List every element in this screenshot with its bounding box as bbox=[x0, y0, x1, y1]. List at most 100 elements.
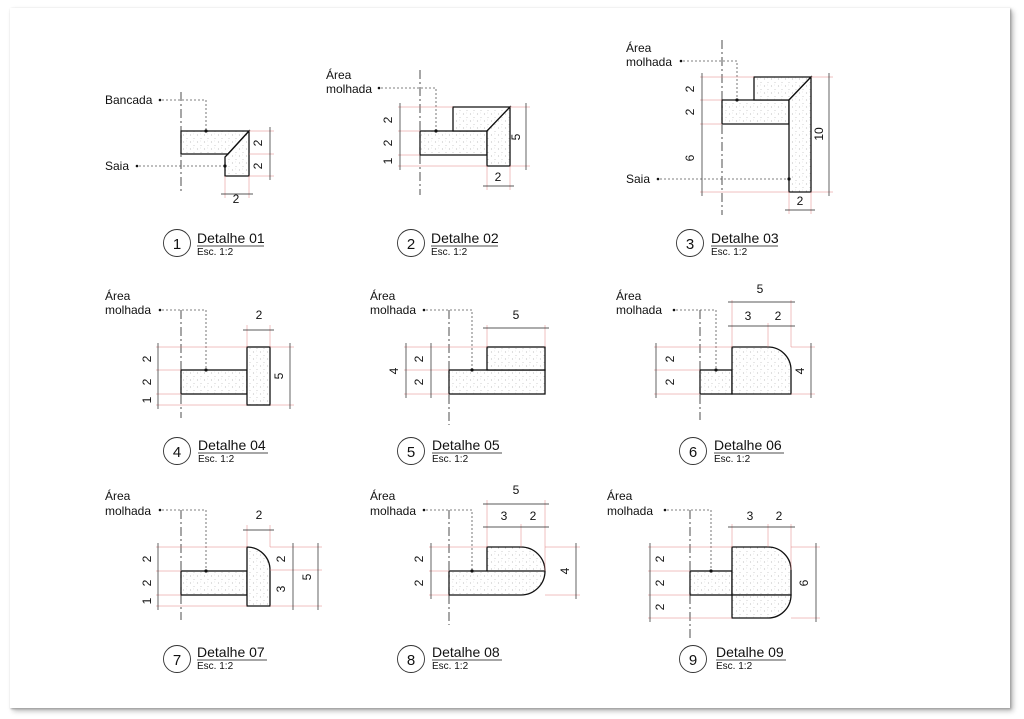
dim-label: 5 bbox=[513, 308, 520, 322]
leader-line bbox=[426, 309, 473, 370]
dim-label: 5 bbox=[757, 282, 764, 296]
dim-label: 2 bbox=[775, 309, 782, 323]
dim-label: 2 bbox=[683, 108, 697, 115]
extension-lines bbox=[398, 106, 530, 190]
detail-number-circle bbox=[397, 229, 425, 257]
dim-label: 2 bbox=[683, 85, 697, 92]
leader-line bbox=[667, 509, 712, 571]
detail-number-circle bbox=[163, 437, 191, 465]
dim-label: 2 bbox=[495, 170, 502, 184]
dim-label: 2 bbox=[256, 308, 263, 322]
detail-01: Bancada Saia 2 2 2 1 Detalhe 01 Esc. 1:2 bbox=[105, 92, 274, 258]
dim-label: 2 bbox=[140, 378, 154, 385]
section-shape bbox=[180, 546, 271, 607]
detail-number-circle bbox=[679, 645, 707, 673]
dim-label: 6 bbox=[683, 154, 697, 161]
dim-label: 2 bbox=[412, 355, 426, 362]
extension-lines bbox=[156, 325, 294, 406]
detail-scale: Esc. 1:2 bbox=[714, 454, 751, 465]
dimension-lines bbox=[157, 329, 291, 409]
dim-label: 2 bbox=[412, 378, 426, 385]
detail-scale: Esc. 1:2 bbox=[432, 661, 469, 672]
detail-scale: Esc. 1:2 bbox=[711, 247, 748, 258]
dim-label: 4 bbox=[387, 367, 401, 374]
dim-label: 1 bbox=[381, 157, 395, 164]
dimension-lines bbox=[399, 103, 527, 187]
dim-label: 3 bbox=[745, 309, 752, 323]
detail-06: Área molhada 5 3 2 2 2 4 6 Detalhe 06 Es… bbox=[616, 282, 815, 465]
dimension-lines bbox=[430, 503, 577, 599]
detail-title: Detalhe 05 bbox=[432, 437, 500, 453]
detail-scale: Esc. 1:2 bbox=[197, 247, 234, 258]
detail-scale: Esc. 1:2 bbox=[198, 454, 235, 465]
detail-number: 1 bbox=[173, 236, 181, 253]
label-molhada: molhada bbox=[105, 303, 151, 317]
dimension-lines bbox=[405, 327, 549, 398]
detail-title: Detalhe 08 bbox=[432, 644, 500, 660]
dimension-lines bbox=[701, 73, 830, 211]
dim-label: 2 bbox=[530, 509, 537, 523]
dim-label: 2 bbox=[653, 555, 667, 562]
dim-label: 2 bbox=[797, 194, 804, 208]
dim-label: 2 bbox=[663, 378, 677, 385]
label-area: Área bbox=[326, 67, 352, 82]
section-shape bbox=[699, 346, 792, 395]
leader-line bbox=[426, 509, 473, 571]
dim-label: 3 bbox=[501, 509, 508, 523]
detail-07: Área molhada 2 2 2 1 2 3 5 7 Detalhe 07 … bbox=[105, 488, 322, 673]
dim-label: 2 bbox=[653, 603, 667, 610]
dim-label: 4 bbox=[558, 567, 572, 574]
dim-label: 2 bbox=[381, 139, 395, 146]
label-molhada: molhada bbox=[607, 504, 653, 518]
section-shape bbox=[689, 546, 792, 619]
extension-lines bbox=[404, 325, 546, 395]
detail-number-circle bbox=[676, 229, 704, 257]
label-molhada: molhada bbox=[326, 82, 372, 96]
detail-scale: Esc. 1:2 bbox=[197, 661, 234, 672]
label-area: Área bbox=[370, 288, 396, 303]
extension-lines bbox=[156, 525, 322, 607]
dim-label: 1 bbox=[140, 396, 154, 403]
leader-line bbox=[162, 309, 207, 370]
detail-number: 9 bbox=[689, 652, 697, 669]
detail-title: Detalhe 02 bbox=[431, 230, 499, 246]
detail-number: 6 bbox=[689, 444, 697, 461]
dim-label: 2 bbox=[140, 579, 154, 586]
section-shape bbox=[180, 346, 271, 406]
dimension-lines bbox=[221, 127, 271, 195]
detail-title: Detalhe 06 bbox=[714, 437, 782, 453]
dim-label: 1 bbox=[140, 597, 154, 604]
dim-label: 2 bbox=[251, 162, 265, 169]
dim-label: 3 bbox=[747, 509, 754, 523]
detail-number: 7 bbox=[173, 652, 181, 669]
dim-label: 2 bbox=[663, 355, 677, 362]
detail-03: Área molhada Saia 2 2 6 10 2 3 Detalhe 0… bbox=[626, 40, 833, 258]
detail-04: Área molhada 2 2 2 1 5 4 Detalhe 04 Esc.… bbox=[105, 288, 294, 465]
label-molhada: molhada bbox=[370, 303, 416, 317]
dim-label: 2 bbox=[251, 139, 265, 146]
dim-label: 2 bbox=[256, 508, 263, 522]
extension-lines bbox=[429, 500, 580, 596]
dim-label: 5 bbox=[513, 483, 520, 497]
label-saia: Saia bbox=[105, 159, 129, 173]
dim-label: 5 bbox=[272, 372, 286, 379]
detail-title: Detalhe 01 bbox=[197, 230, 265, 246]
dim-label: 2 bbox=[412, 555, 426, 562]
label-saia: Saia bbox=[626, 172, 650, 186]
detail-title: Detalhe 04 bbox=[198, 437, 266, 453]
detail-09: Área molhada 3 2 2 2 2 6 9 Detalhe 09 Es… bbox=[607, 488, 820, 673]
leader-line bbox=[162, 99, 207, 131]
dimension-lines bbox=[157, 529, 319, 610]
dim-label: 2 bbox=[776, 509, 783, 523]
detail-05: Área molhada 5 4 2 2 5 Detalhe 05 Esc. 1… bbox=[370, 288, 549, 465]
detail-number-circle bbox=[163, 645, 191, 673]
detail-number: 5 bbox=[407, 444, 415, 461]
dim-label: 2 bbox=[381, 116, 395, 123]
section-shape bbox=[419, 105, 512, 167]
detail-number-circle bbox=[397, 437, 425, 465]
detail-number: 8 bbox=[407, 652, 415, 669]
dim-label: 6 bbox=[797, 579, 811, 586]
label-bancada: Bancada bbox=[105, 93, 153, 107]
dim-label: 2 bbox=[140, 555, 154, 562]
